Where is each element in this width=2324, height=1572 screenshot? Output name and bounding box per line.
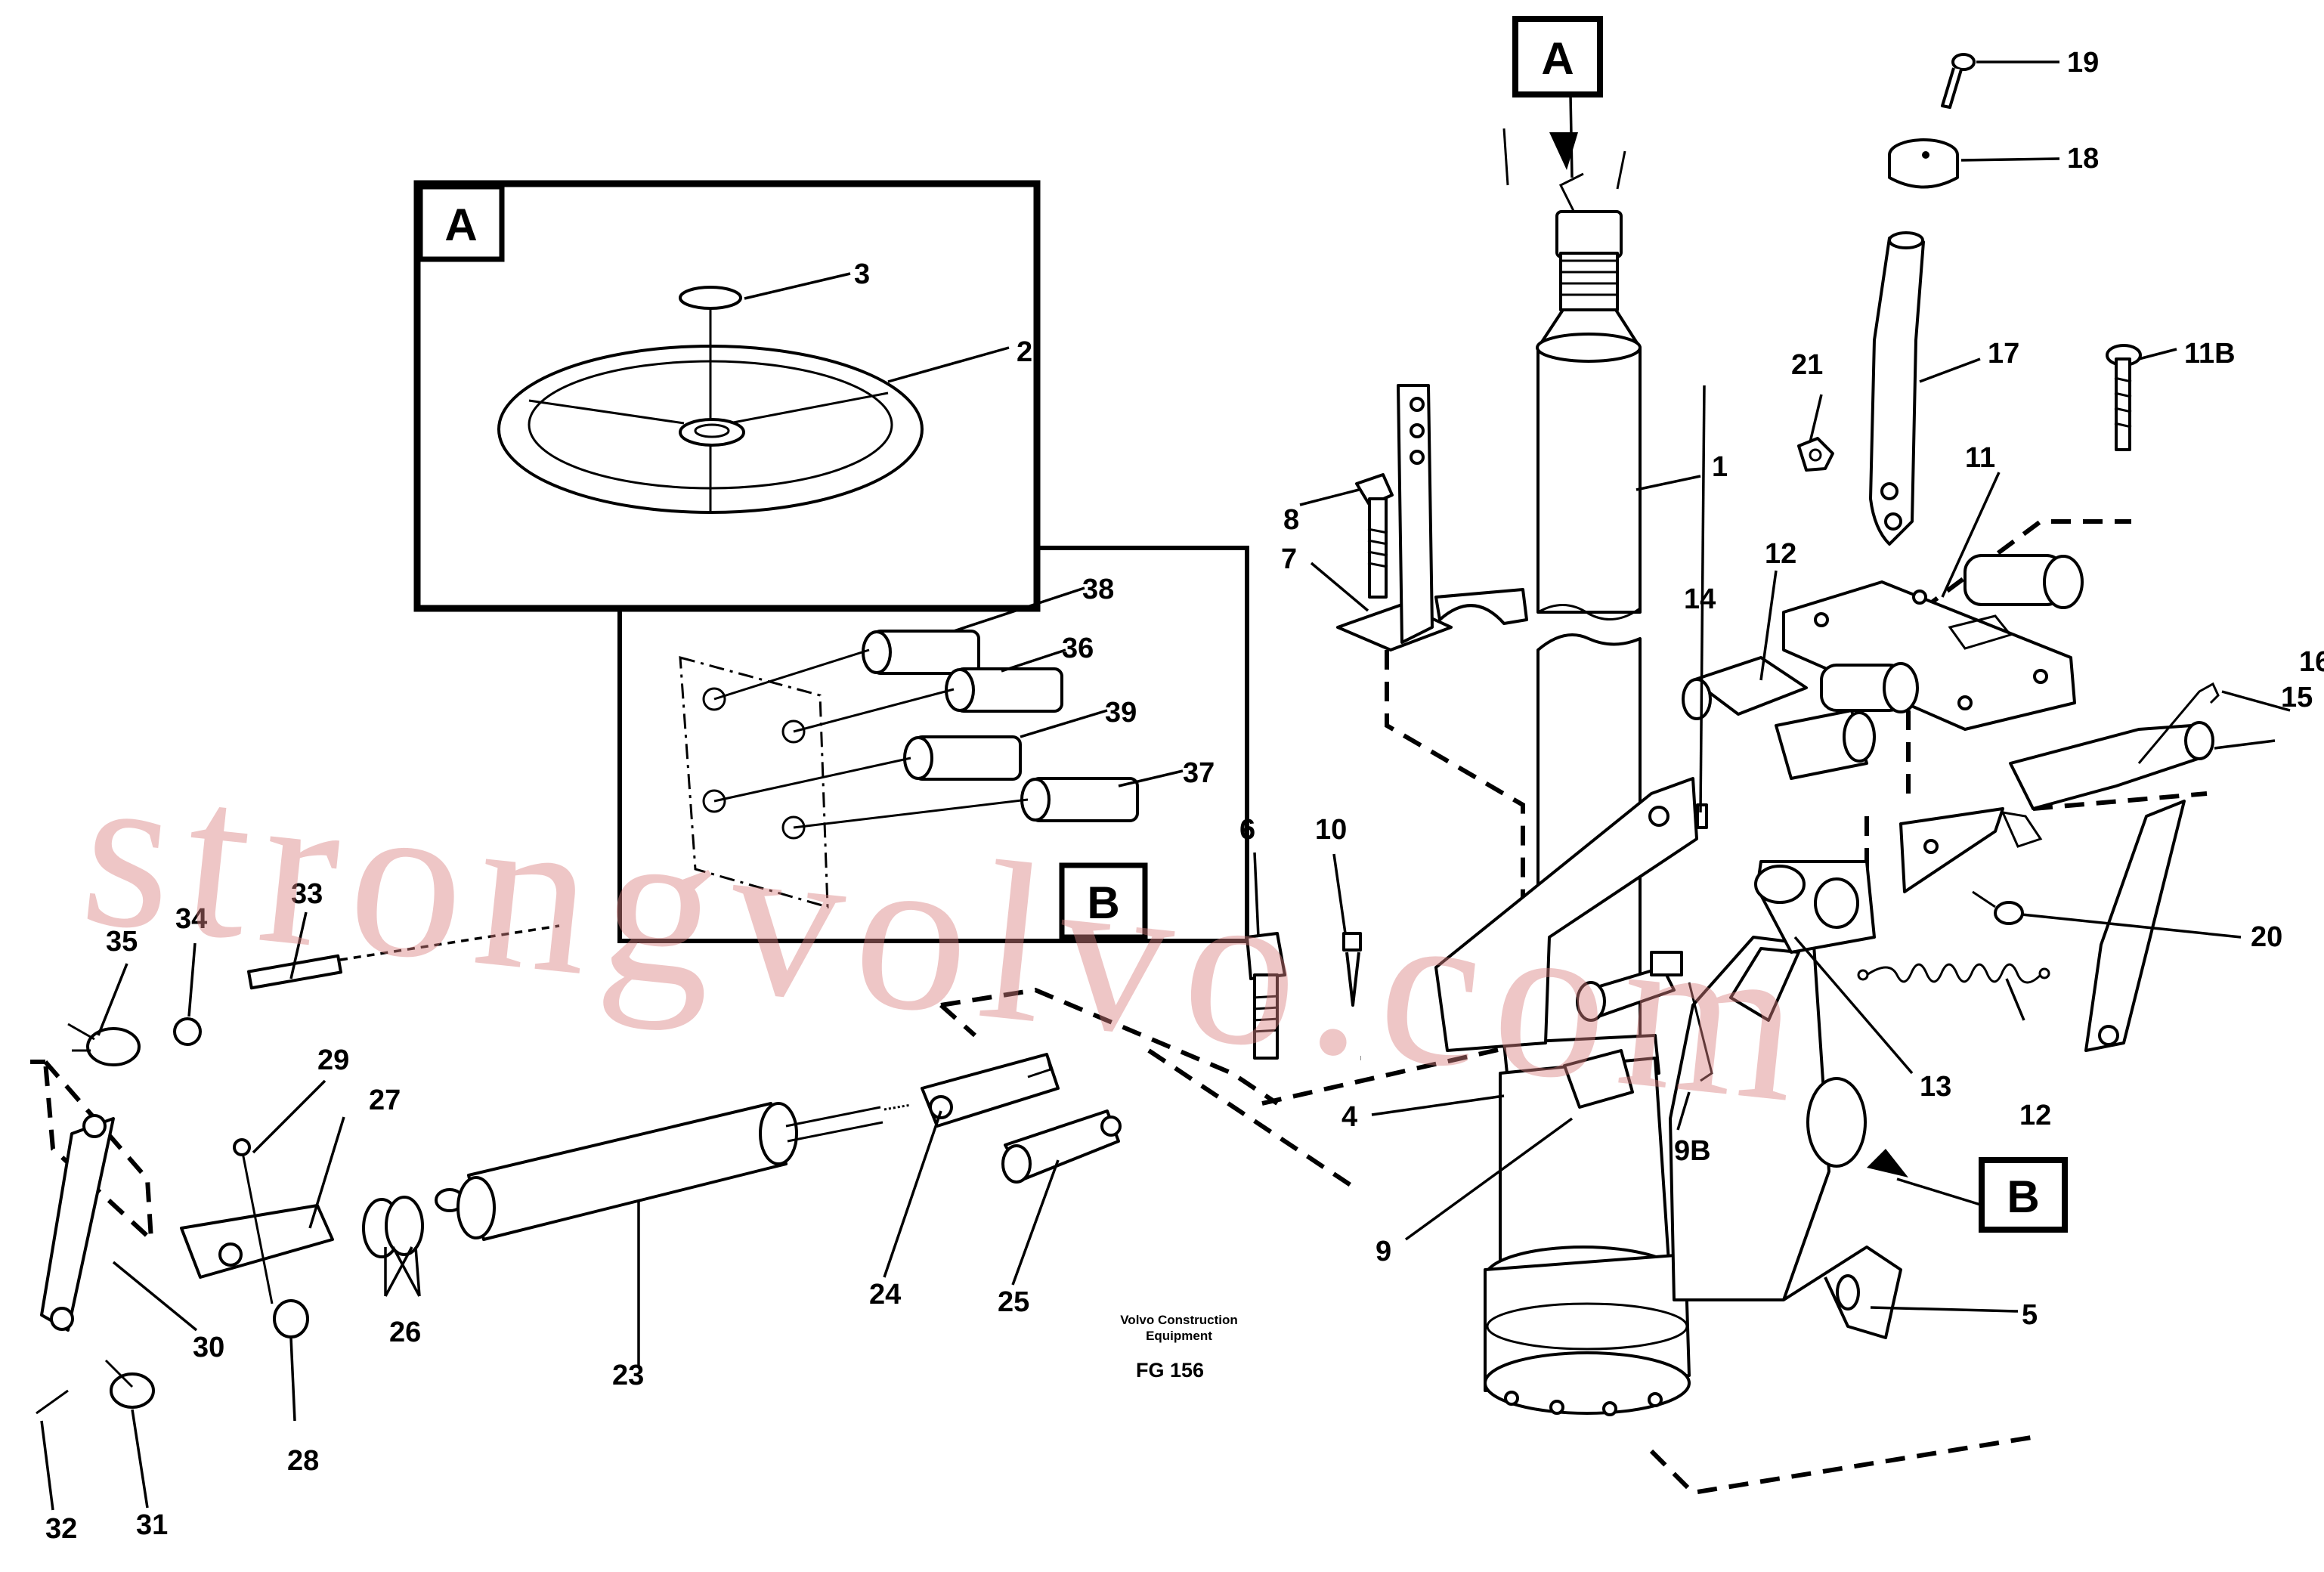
nut-21: [1797, 437, 1834, 472]
callout-14: 14: [1684, 583, 1716, 615]
arrowheads: [1549, 94, 1908, 1177]
callout-38: 38: [1082, 574, 1114, 605]
bracket-7: [1336, 384, 1528, 651]
cotter-pin-16: [2137, 682, 2220, 764]
handle-15: [2009, 721, 2214, 1052]
callout-2: 2: [1017, 336, 1032, 368]
steering-wheel: [497, 286, 924, 514]
bolt-8: [1355, 473, 1394, 599]
callout-28: 28: [287, 1445, 319, 1477]
spring-22: [1857, 963, 2050, 984]
callout-16: 16: [2299, 646, 2324, 678]
callout-9: 9: [1376, 1236, 1391, 1267]
nut-34: [173, 1017, 202, 1046]
callout-34: 34: [175, 903, 207, 935]
callout-33: 33: [291, 878, 323, 910]
credit-line-1: Volvo Construction: [1120, 1313, 1238, 1327]
callout-11: 11: [1965, 442, 1995, 474]
callout-13: 13: [1920, 1071, 1951, 1103]
pin-31-clip-32: [36, 1359, 155, 1415]
callout-37: 37: [1183, 757, 1215, 789]
detail-box-b-inset: B: [1087, 877, 1119, 928]
callout-26: 26: [389, 1317, 421, 1348]
callout-labels: 3 2 38 36 39 37 1 8 7 6 10 4 9 9B 5 13 1…: [45, 47, 2324, 1545]
callout-5: 5: [2022, 1299, 2038, 1331]
detail-box-b-lower-frame: B: [1979, 1157, 2068, 1233]
detail-box-a-inset: A: [444, 200, 477, 250]
callout-36: 36: [1062, 633, 1094, 664]
detail-box-a-top-frame: A: [1512, 16, 1603, 97]
callout-3: 3: [854, 258, 870, 290]
bushings-26: [362, 1188, 465, 1258]
steering-column-1: [1502, 128, 1660, 1090]
leader-lines: [40, 60, 2291, 1511]
bolt-11B: [2106, 344, 2142, 451]
credit-line-2: Equipment: [1146, 1329, 1212, 1343]
callout-32: 32: [45, 1513, 77, 1545]
pin-9: [1576, 951, 1713, 1082]
callout-7: 7: [1281, 543, 1297, 575]
steering-unit-4: [1484, 1057, 1691, 1416]
plate-11: [1782, 554, 2084, 731]
figure-code: FG 156: [1136, 1359, 1204, 1382]
screw-19: [1941, 53, 1976, 109]
bolt-6: [1246, 932, 1286, 1060]
callout-4: 4: [1341, 1101, 1357, 1133]
callout-35: 35: [106, 926, 138, 958]
callout-12: 12: [1765, 538, 1796, 570]
knob-18: [1888, 138, 1959, 189]
callout-8: 8: [1283, 504, 1299, 536]
hydraulic-fittings: [713, 630, 1139, 829]
callout-25: 25: [998, 1286, 1029, 1318]
detail-box-a-top: A: [1541, 33, 1574, 84]
clevis-25: [1001, 1109, 1122, 1184]
screw-14: [1696, 803, 1708, 829]
callout-17: 17: [1988, 338, 2019, 370]
callout-15: 15: [2281, 682, 2313, 713]
callout-29: 29: [317, 1044, 349, 1076]
ball-joint-35: [67, 1023, 141, 1066]
callout-31: 31: [136, 1509, 168, 1541]
callout-12b: 12: [2019, 1100, 2051, 1131]
screw-20: [1972, 890, 2024, 925]
credit-block: Volvo Construction Equipment FG 156: [1120, 1313, 1238, 1382]
steering-lever-30: [30, 1055, 154, 1332]
callout-23b: 23: [612, 1360, 644, 1391]
callout-10: 10: [1315, 814, 1347, 846]
callout-21: 21: [1791, 349, 1823, 381]
callout-39: 39: [1105, 697, 1137, 729]
callout-20: 20: [2251, 921, 2282, 953]
lever-17: [1869, 231, 1925, 546]
latch-9B: [1563, 1049, 1634, 1109]
pivot-plate-13: [1754, 860, 1876, 954]
callout-11B: 11B: [2184, 338, 2236, 370]
detail-box-b-lower: B: [2007, 1171, 2039, 1222]
inset-b-frame: B: [617, 546, 1249, 943]
clevis-24: [921, 1053, 1060, 1128]
callout-30: 30: [193, 1332, 224, 1363]
callout-19: 19: [2067, 47, 2099, 79]
callout-6: 6: [1239, 814, 1255, 846]
callout-27: 27: [369, 1085, 401, 1116]
screw-10: [1342, 932, 1362, 1007]
callout-9B: 9B: [1674, 1135, 1711, 1167]
callout-24: 24: [869, 1279, 901, 1311]
bushing-12: [1682, 656, 1876, 780]
steering-cylinder-23: [456, 1102, 911, 1241]
horn-cap: [679, 286, 742, 310]
callout-18: 18: [2067, 143, 2099, 175]
callout-1: 1: [1712, 451, 1728, 483]
column-bracket: [1434, 777, 1902, 1339]
bracket-20: [1899, 807, 2043, 893]
clevis-27: [180, 1138, 334, 1338]
